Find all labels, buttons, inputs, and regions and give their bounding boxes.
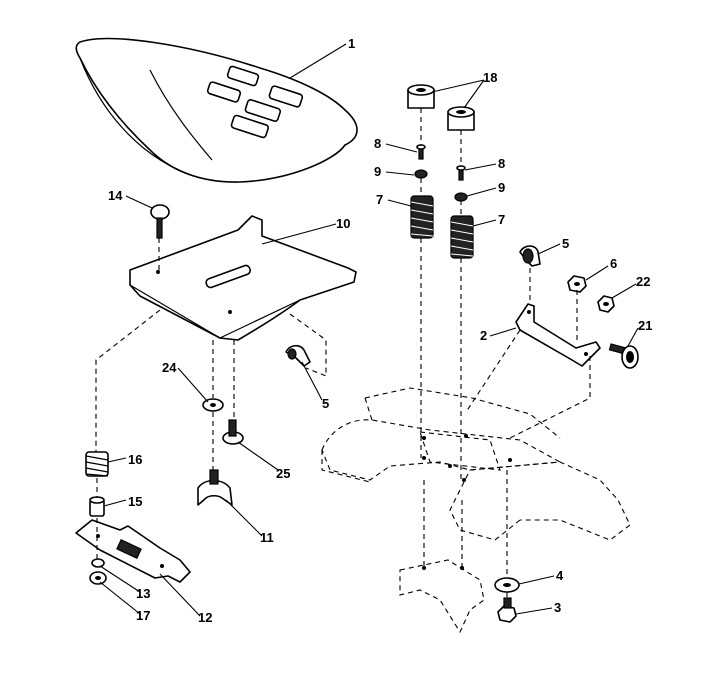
callout-5-left: 5 xyxy=(322,396,329,411)
adjustment-plate-part xyxy=(75,519,191,583)
bumper-part-right xyxy=(447,106,475,131)
washer-part xyxy=(202,398,224,412)
nut-part-3 xyxy=(497,597,517,623)
callout-labels: 1 18 8 9 7 8 9 7 14 10 5 6 22 2 21 5 24 … xyxy=(108,36,652,625)
screw-part-left xyxy=(416,144,426,160)
clip-part-right xyxy=(519,245,541,267)
callout-25: 25 xyxy=(276,466,290,481)
screw-part-right xyxy=(456,165,466,181)
washer-part-4 xyxy=(494,577,520,593)
callout-18: 18 xyxy=(483,70,497,85)
bushing-part xyxy=(89,496,105,517)
callout-3: 3 xyxy=(554,600,561,615)
carriage-bolt-part xyxy=(150,204,170,239)
bolt-part-21 xyxy=(608,343,639,369)
nut-part-22 xyxy=(597,295,615,313)
callout-5-right: 5 xyxy=(562,236,569,251)
assembly-lines xyxy=(95,108,591,598)
seat-part xyxy=(75,37,358,183)
callout-9-right: 9 xyxy=(498,180,505,195)
callout-11: 11 xyxy=(260,530,274,545)
callout-10: 10 xyxy=(336,216,350,231)
callout-22: 22 xyxy=(636,274,650,289)
clip-part-left xyxy=(285,344,311,367)
washer-part-13 xyxy=(91,558,105,568)
callout-7-right: 7 xyxy=(498,212,505,227)
bumper-part-left xyxy=(407,84,435,109)
knob-part xyxy=(197,469,233,506)
callout-13: 13 xyxy=(136,586,150,601)
callout-15: 15 xyxy=(128,494,142,509)
leader-lines xyxy=(99,43,639,617)
callout-17: 17 xyxy=(136,608,150,623)
callout-8-right: 8 xyxy=(498,156,505,171)
seat-pan-part xyxy=(129,215,357,341)
nut-part-6 xyxy=(567,275,587,293)
callout-2: 2 xyxy=(480,328,487,343)
lockwasher-part-left xyxy=(414,169,428,179)
bracket-part xyxy=(515,303,601,367)
callout-12: 12 xyxy=(198,610,212,625)
callout-6: 6 xyxy=(610,256,617,271)
callout-24: 24 xyxy=(162,360,177,375)
callout-14: 14 xyxy=(108,188,123,203)
callout-21: 21 xyxy=(638,318,652,333)
lockwasher-part-right xyxy=(454,192,468,202)
suspension-spring-left xyxy=(410,195,434,239)
spring-part xyxy=(85,451,109,477)
callout-9-left: 9 xyxy=(374,164,381,179)
callout-1: 1 xyxy=(348,36,355,51)
callout-4: 4 xyxy=(556,568,564,583)
callout-8-left: 8 xyxy=(374,136,381,151)
suspension-spring-right xyxy=(450,215,474,259)
nut-part-17 xyxy=(89,571,107,585)
callout-16: 16 xyxy=(128,452,142,467)
callout-7-left: 7 xyxy=(376,192,383,207)
shoulder-bolt-part xyxy=(222,419,244,445)
tractor-frame-outline xyxy=(321,387,631,634)
